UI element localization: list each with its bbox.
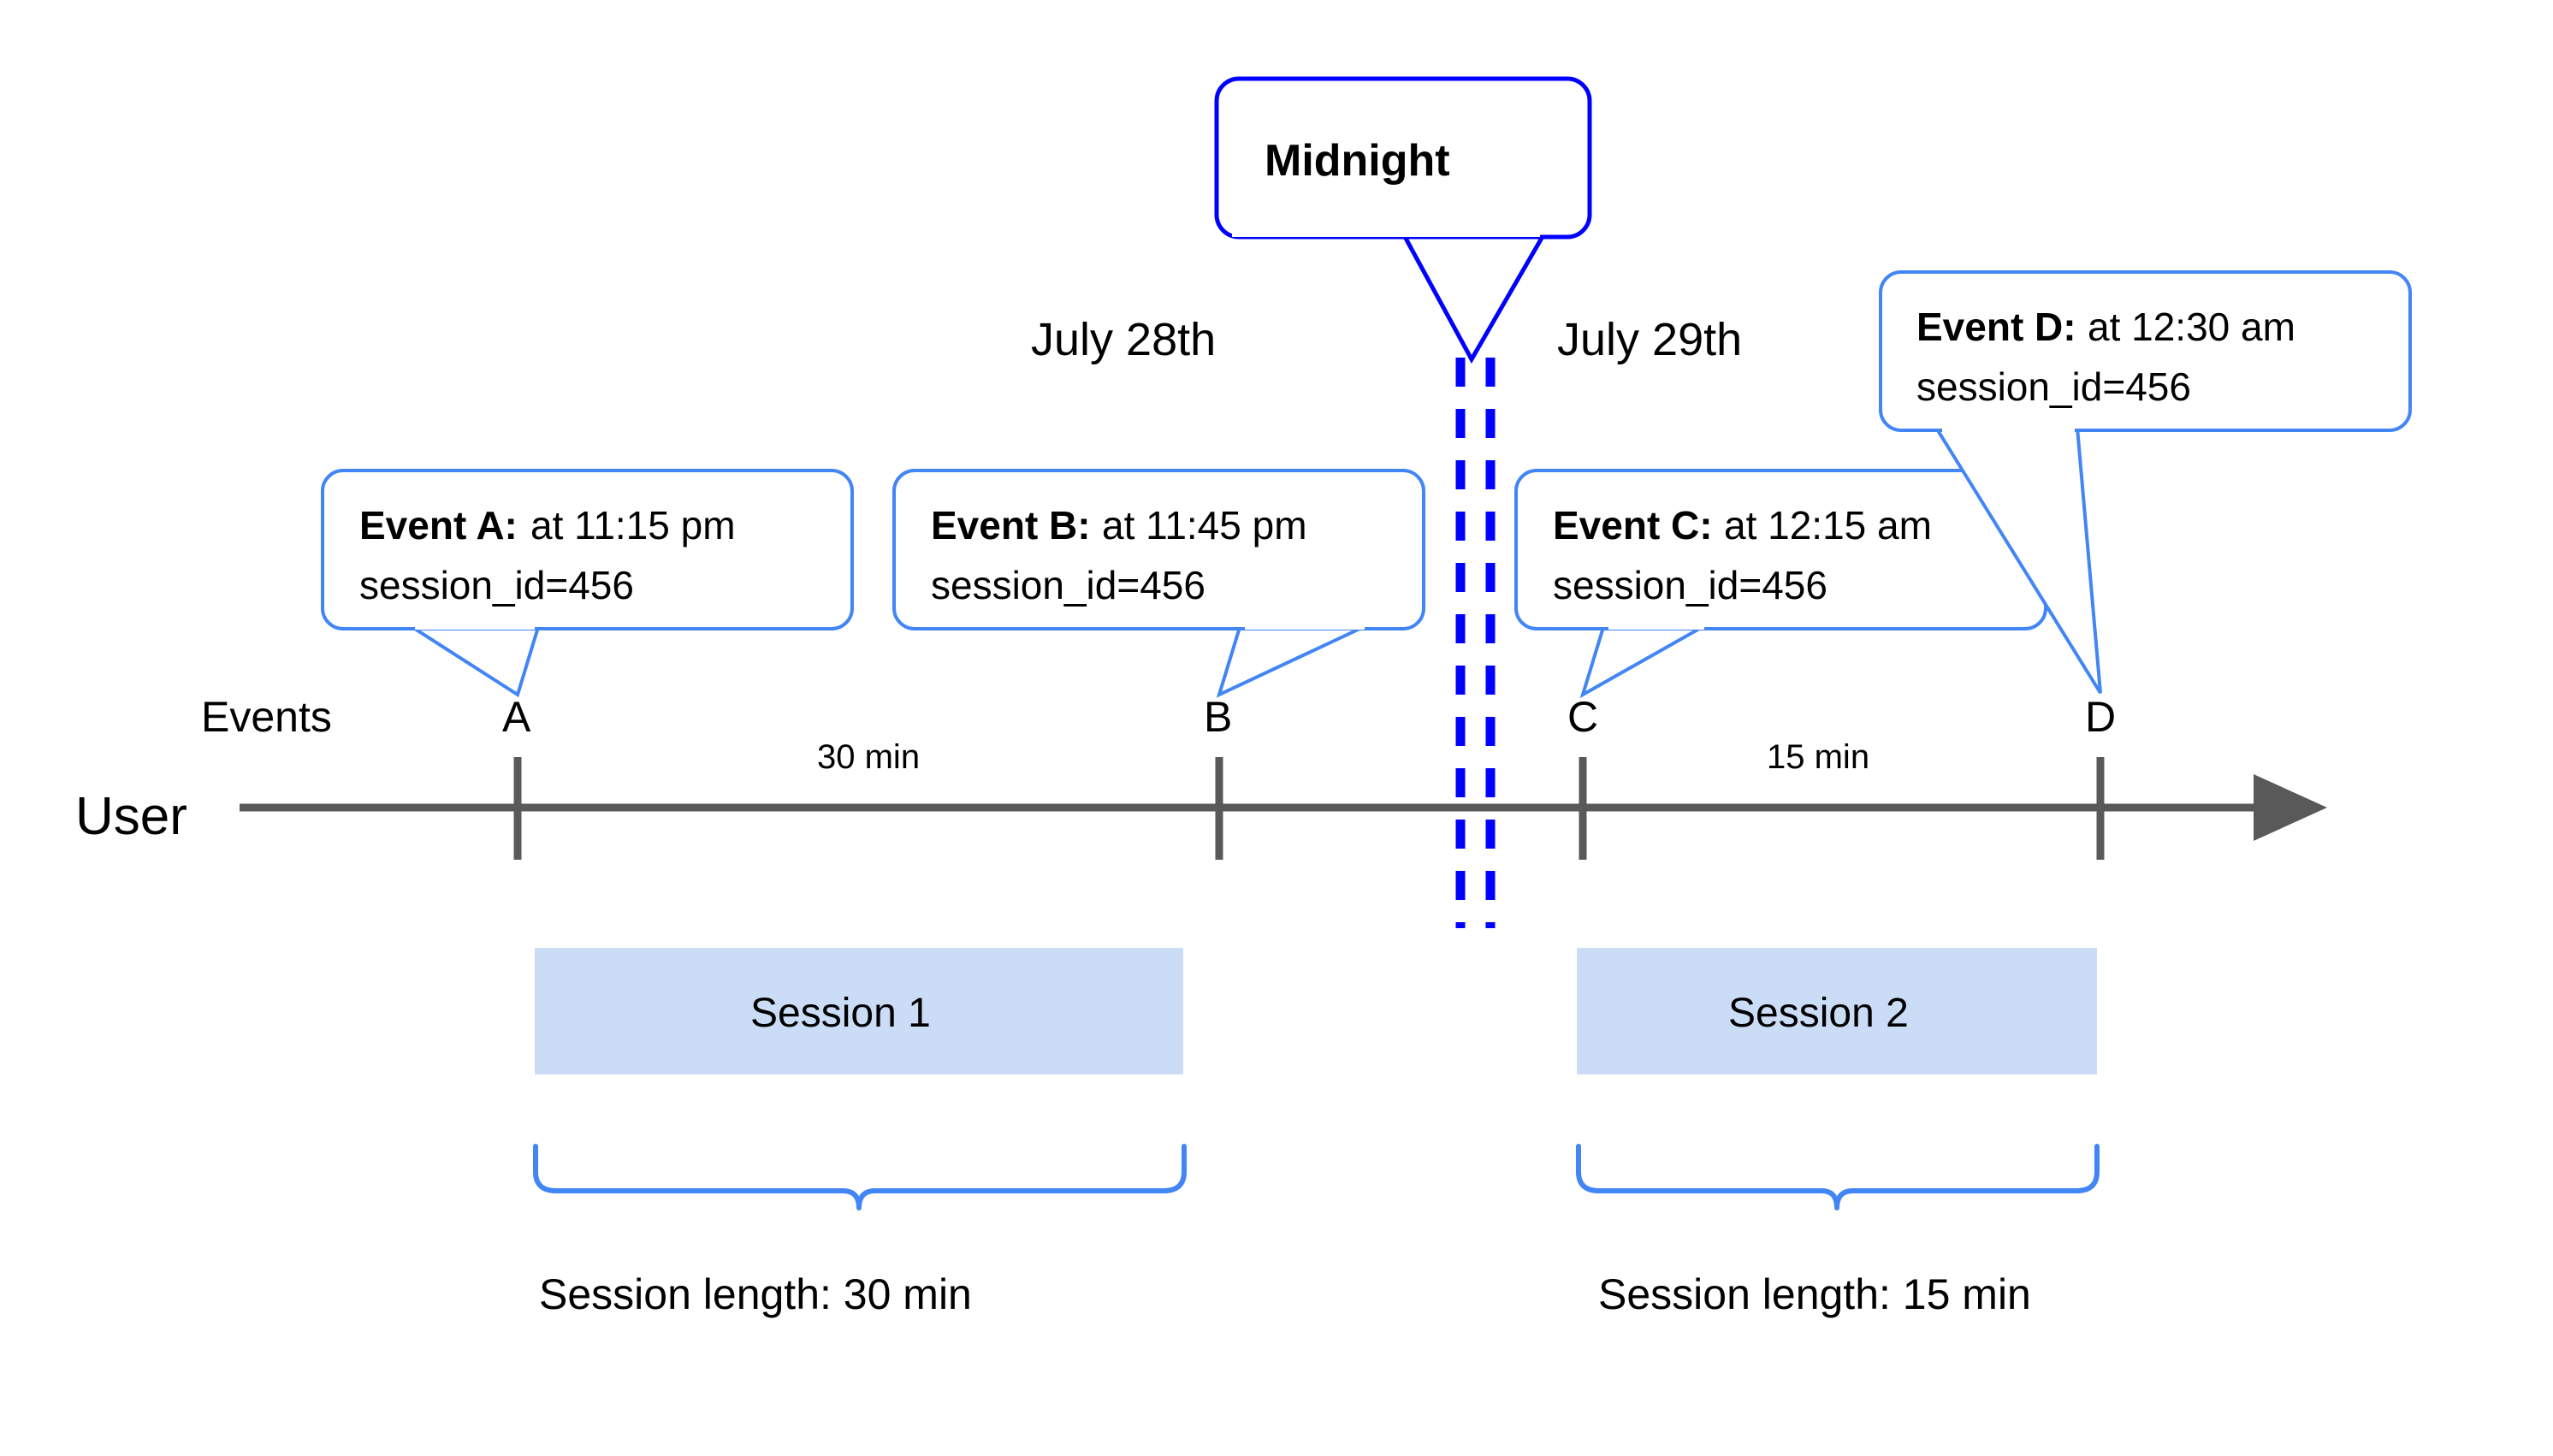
session-2-rect <box>1577 948 2097 1074</box>
event-d-callout-box <box>1879 270 2412 432</box>
midnight-callout[interactable]: Midnight <box>1214 76 1592 364</box>
event-c-detail: at 12:15 am <box>1724 503 1932 547</box>
axis-arrowhead-icon <box>2254 774 2327 841</box>
event-b-session-id: session_id=456 <box>931 563 1205 607</box>
event-d-callout[interactable]: Event D: at 12:30 am session_id=456 <box>1879 270 2412 695</box>
event-b-tail-seam <box>1245 611 1365 630</box>
session-2-brace-group: Session length: 15 min <box>1576 1144 2100 1318</box>
event-a-callout-box <box>321 469 854 630</box>
session-2-block[interactable]: Session 2 <box>1577 948 2097 1074</box>
midnight-divider <box>1455 358 1496 928</box>
event-a-tail-seam <box>415 611 535 630</box>
midnight-tail-seam <box>1232 218 1540 237</box>
event-a-session-id: session_id=456 <box>359 563 634 607</box>
session-1-rect <box>535 948 1183 1074</box>
session-1-block[interactable]: Session 1 <box>535 948 1183 1074</box>
midnight-callout-tail <box>1399 231 1549 364</box>
event-a-detail: at 11:15 pm <box>530 503 736 547</box>
lane-label-user: User <box>75 787 187 846</box>
event-d-tail-seam <box>1942 414 2075 433</box>
event-a-callout-tail <box>402 623 542 698</box>
event-b-title: Event B: <box>931 503 1091 547</box>
event-marker-label-a: A <box>502 693 531 741</box>
event-b-callout-box <box>892 469 1425 630</box>
event-d-session-id: session_id=456 <box>1916 364 2191 409</box>
event-b-callout[interactable]: Event B: at 11:45 pm session_id=456 <box>892 469 1425 698</box>
session-1-brace <box>533 1144 1187 1210</box>
event-d-title: Event D: <box>1916 305 2076 349</box>
event-c-tail-seam <box>1608 611 1704 630</box>
event-c-title: Event C: <box>1553 503 1713 547</box>
event-a-title: Event A: <box>359 503 518 547</box>
event-marker-label-c: C <box>1567 693 1598 741</box>
midnight-label: Midnight <box>1265 136 1450 186</box>
event-marker-label-d: D <box>2085 693 2116 741</box>
session-2-caption: Session length: 15 min <box>1598 1270 2031 1318</box>
event-marker-label-b: B <box>1204 693 1232 741</box>
duration-label-15-min: 15 min <box>1767 738 1869 776</box>
session-1-caption: Session length: 30 min <box>539 1270 972 1318</box>
date-label-july-29: July 29th <box>1557 314 1742 365</box>
date-label-july-28: July 28th <box>1031 314 1216 365</box>
event-d-detail: at 12:30 am <box>2088 305 2295 349</box>
lane-label-events: Events <box>201 693 332 741</box>
session-1-brace-group: Session length: 30 min <box>533 1144 1187 1318</box>
event-c-callout-tail <box>1579 623 1714 699</box>
session-1-label: Session 1 <box>750 991 931 1036</box>
event-c-callout[interactable]: Event C: at 12:15 am session_id=456 <box>1514 469 2047 699</box>
event-b-callout-tail <box>1216 623 1370 698</box>
timeline-axis <box>240 757 2327 860</box>
duration-label-30-min: 30 min <box>817 738 920 776</box>
event-b-detail: at 11:45 pm <box>1102 503 1307 547</box>
session-2-brace <box>1576 1144 2100 1210</box>
event-a-callout[interactable]: Event A: at 11:15 pm session_id=456 <box>321 469 854 698</box>
event-c-session-id: session_id=456 <box>1553 563 1827 607</box>
session-2-label: Session 2 <box>1728 991 1909 1036</box>
